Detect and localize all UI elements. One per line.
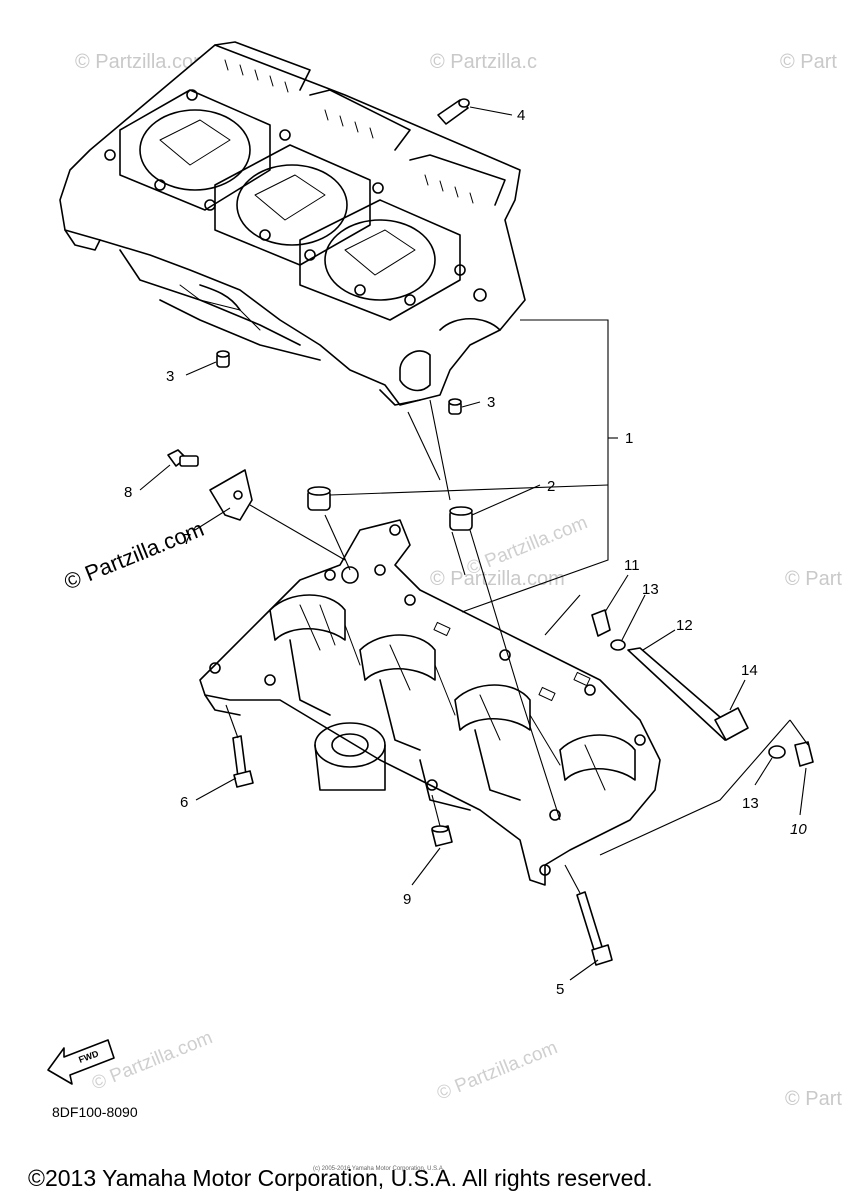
part-5-bolt: [576, 891, 613, 966]
fwd-arrow-icon: FWD: [47, 1039, 115, 1085]
part-13-clamp-top: [610, 639, 626, 651]
callout-4: 4: [517, 107, 525, 124]
callout-1: 1: [625, 430, 633, 447]
part-8-bolt: [167, 449, 199, 467]
callout-3-right: 3: [487, 394, 495, 411]
callout-13-bottom: 13: [742, 795, 759, 812]
part-4-dowel: [437, 98, 470, 125]
callout-3-left: 3: [166, 368, 174, 385]
callout-12: 12: [676, 617, 693, 634]
callout-14: 14: [741, 662, 758, 679]
callout-labels: 1 2 3 3 4 5 6 7 8 9 10 11 12 13 13 14: [124, 107, 807, 998]
part-2-knock-pin-right: [449, 506, 473, 531]
part-3-dowel-right: [448, 398, 462, 415]
hose-assembly: [591, 609, 814, 767]
callout-8: 8: [124, 484, 132, 501]
watermark: © Partzilla.com: [75, 51, 210, 73]
callout-10: 10: [790, 821, 807, 838]
part-3-dowel-left: [216, 350, 230, 368]
part-11-fitting: [591, 609, 611, 637]
watermark: © Part: [780, 51, 837, 73]
leader-lines: [139, 106, 809, 981]
watermark: © Partzilla.com: [430, 568, 565, 590]
part-2-knock-pin-left: [307, 486, 331, 511]
diagram-code: 8DF100-8090: [52, 1104, 138, 1120]
upper-crankcase: [59, 41, 526, 406]
part-7-bracket: [209, 469, 253, 521]
watermark: © Partzilla.com: [434, 1037, 561, 1104]
watermark: © Partzilla.c: [430, 51, 537, 73]
callout-5: 5: [556, 981, 564, 998]
callout-9: 9: [403, 891, 411, 908]
lower-crankcase: [199, 519, 661, 886]
callout-2: 2: [547, 478, 555, 495]
part-14-sleeve: [714, 707, 749, 741]
callout-6: 6: [180, 794, 188, 811]
part-6-bolt: [232, 735, 254, 788]
callout-7: 7: [183, 531, 191, 548]
tiny-credit: (c) 2005-2016 Yamaha Motor Corporation, …: [313, 1166, 445, 1172]
callout-13-top: 13: [642, 581, 659, 598]
callout-11: 11: [624, 557, 640, 574]
partzilla-watermark-dark: © Partzilla.com: [61, 516, 208, 595]
watermark: © Part: [785, 1088, 842, 1110]
part-10-fitting: [794, 741, 814, 767]
part-9-fitting: [431, 825, 453, 847]
watermark: © Part: [785, 568, 842, 590]
copyright-text: ©2013 Yamaha Motor Corporation, U.S.A. A…: [28, 1165, 653, 1191]
part-13-clamp-bottom: [768, 745, 786, 759]
